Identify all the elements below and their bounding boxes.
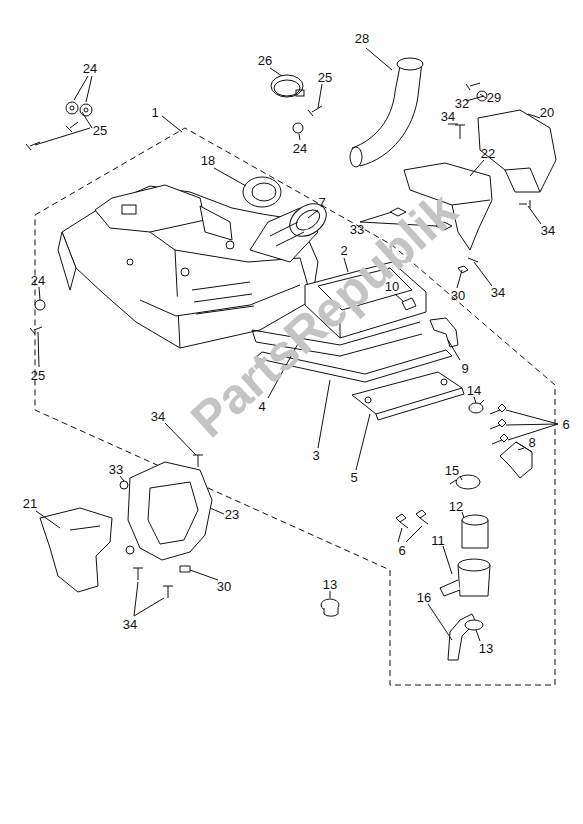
- callout-number: 9: [461, 362, 468, 375]
- callout-number: 12: [449, 500, 463, 513]
- callout-number: 33: [350, 223, 364, 236]
- callout-number: 24: [31, 274, 45, 287]
- callout-number: 21: [23, 497, 37, 510]
- callout-number: 34: [491, 286, 505, 299]
- callout-number: 34: [151, 410, 165, 423]
- callout-number: 34: [123, 618, 137, 631]
- callout-number: 11: [431, 534, 445, 547]
- small-parts: [402, 298, 484, 413]
- callout-number: 24: [293, 142, 307, 155]
- callout-number: 30: [451, 289, 465, 302]
- breather-hose: [500, 442, 532, 478]
- callout-number: 20: [540, 106, 554, 119]
- screw: [396, 404, 508, 528]
- washer-screw: [26, 83, 530, 598]
- callout-number: 16: [417, 591, 431, 604]
- side-cover: [40, 508, 112, 592]
- callout-number: 1: [151, 106, 158, 119]
- callout-number: 7: [318, 196, 325, 209]
- callout-number: 5: [350, 471, 357, 484]
- drain-parts: [321, 475, 490, 660]
- callout-number: 28: [355, 32, 369, 45]
- callout-number: 34: [541, 224, 555, 237]
- callout-number: 13: [479, 642, 493, 655]
- callout-number: 18: [201, 154, 215, 167]
- leader-line: [35, 48, 558, 641]
- callout-number: 6: [562, 418, 569, 431]
- callout-number: 29: [487, 91, 501, 104]
- intake-hose: [350, 58, 423, 167]
- callout-number: 25: [93, 124, 107, 137]
- callout-number: 30: [217, 580, 231, 593]
- callout-number: 33: [109, 463, 123, 476]
- callout-number: 6: [398, 544, 405, 557]
- callout-number: 25: [31, 369, 45, 382]
- callout-number: 3: [312, 449, 319, 462]
- callout-number: 34: [441, 110, 455, 123]
- side-cover: [128, 462, 212, 560]
- hose-clamp: [271, 75, 304, 97]
- callout-number: 25: [318, 71, 332, 84]
- group-outline: [35, 128, 555, 685]
- callout-number: 26: [258, 54, 272, 67]
- seal-ring: [243, 177, 281, 207]
- callout-number: 8: [528, 436, 535, 449]
- access-cover: [352, 372, 464, 420]
- callout-number: 14: [467, 384, 481, 397]
- callout-number: 13: [323, 578, 337, 591]
- callout-number: 32: [455, 97, 469, 110]
- callout-number: 15: [445, 464, 459, 477]
- callout-number: 22: [481, 147, 495, 160]
- callout-number: 24: [83, 62, 97, 75]
- callout-number: 23: [225, 508, 239, 521]
